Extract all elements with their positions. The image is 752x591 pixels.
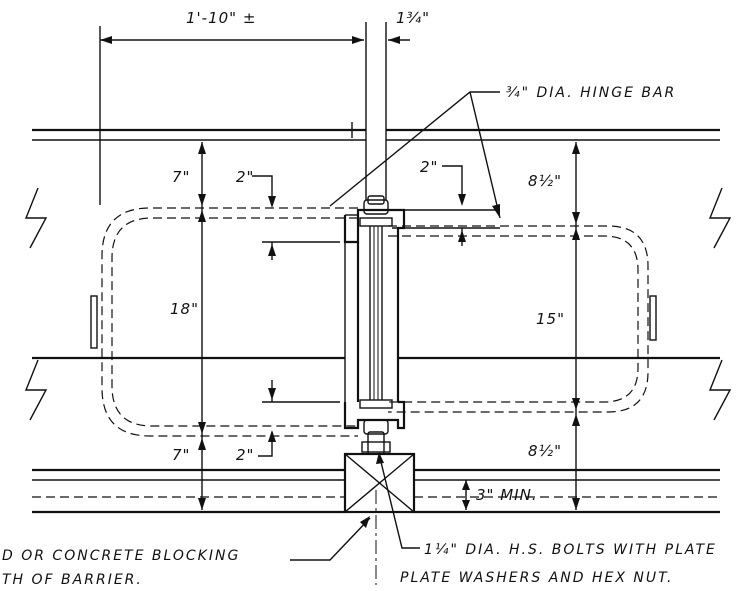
dim-right-bottom-offset: 8½" [528, 442, 562, 460]
joint-gap [351, 22, 387, 585]
hinge-plates [343, 208, 406, 430]
dim-right-top-offset: 8½" [528, 172, 562, 190]
callout-hinge-bar: ¾" DIA. HINGE BAR [506, 85, 676, 101]
dim-overall-width: 1'-10" ± [186, 9, 256, 27]
hinge-bar [359, 195, 393, 455]
callout-blocking-line2: TH OF BARRIER. [2, 572, 143, 588]
dim-right-top-small: 2" [420, 158, 438, 176]
hidden-barrier-right [388, 225, 657, 413]
dimension-labels: 1'-10" ± 1¾" 7" 2" 18" 7" 2" 2" 8½" 15" … [170, 9, 565, 504]
dim-left-top-offset: 7" [172, 168, 190, 186]
dim-left-bottom-offset: 7" [172, 446, 190, 464]
barrier-outline [32, 128, 720, 514]
callout-labels: ¾" DIA. HINGE BAR D OR CONCRETE BLOCKING… [2, 85, 717, 588]
break-lines [24, 187, 732, 421]
callout-bolts-line2: PLATE WASHERS AND HEX NUT. [400, 570, 673, 586]
callout-blocking-line1: D OR CONCRETE BLOCKING [2, 548, 240, 564]
hidden-barrier-left [90, 207, 358, 437]
dim-min-depth: 3" MIN. [476, 486, 538, 504]
dim-left-middle: 18" [170, 300, 199, 318]
dim-gap-width: 1¾" [396, 9, 430, 27]
dim-right-middle: 15" [536, 310, 565, 328]
dimension-lines [99, 26, 580, 510]
leader-lines [290, 91, 501, 561]
dim-left-top-small: 2" [236, 168, 254, 186]
dim-left-bottom-small: 2" [236, 446, 254, 464]
callout-bolts-line1: 1¼" DIA. H.S. BOLTS WITH PLATE [424, 542, 717, 558]
